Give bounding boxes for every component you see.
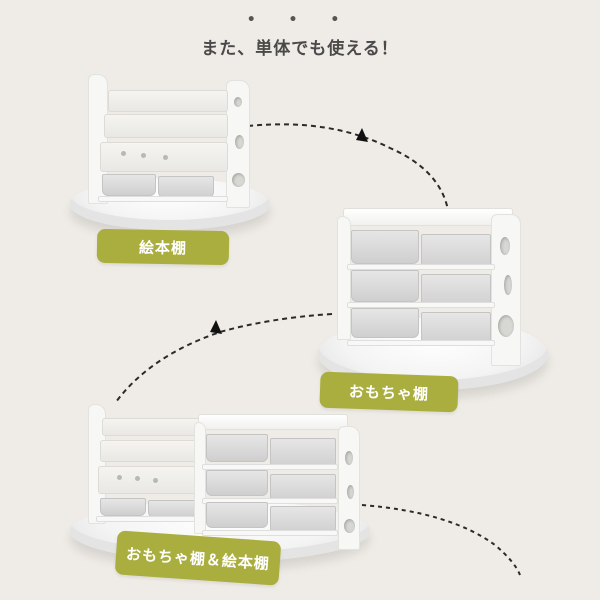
arrow-3 — [361, 504, 521, 576]
picture-book-shelf-image — [88, 70, 250, 210]
arrow-head-icon — [356, 128, 368, 142]
label-picture-book-shelf: 絵本棚 — [96, 228, 230, 266]
toy-shelf-image — [335, 200, 535, 370]
decorative-dots: • • • — [246, 12, 354, 28]
arrow-1 — [247, 123, 449, 211]
arrow-2 — [115, 313, 333, 403]
headline: また、単体でも使える！ — [201, 39, 399, 59]
combined-shelf-image — [88, 400, 368, 550]
arrow-head-icon — [210, 320, 222, 334]
